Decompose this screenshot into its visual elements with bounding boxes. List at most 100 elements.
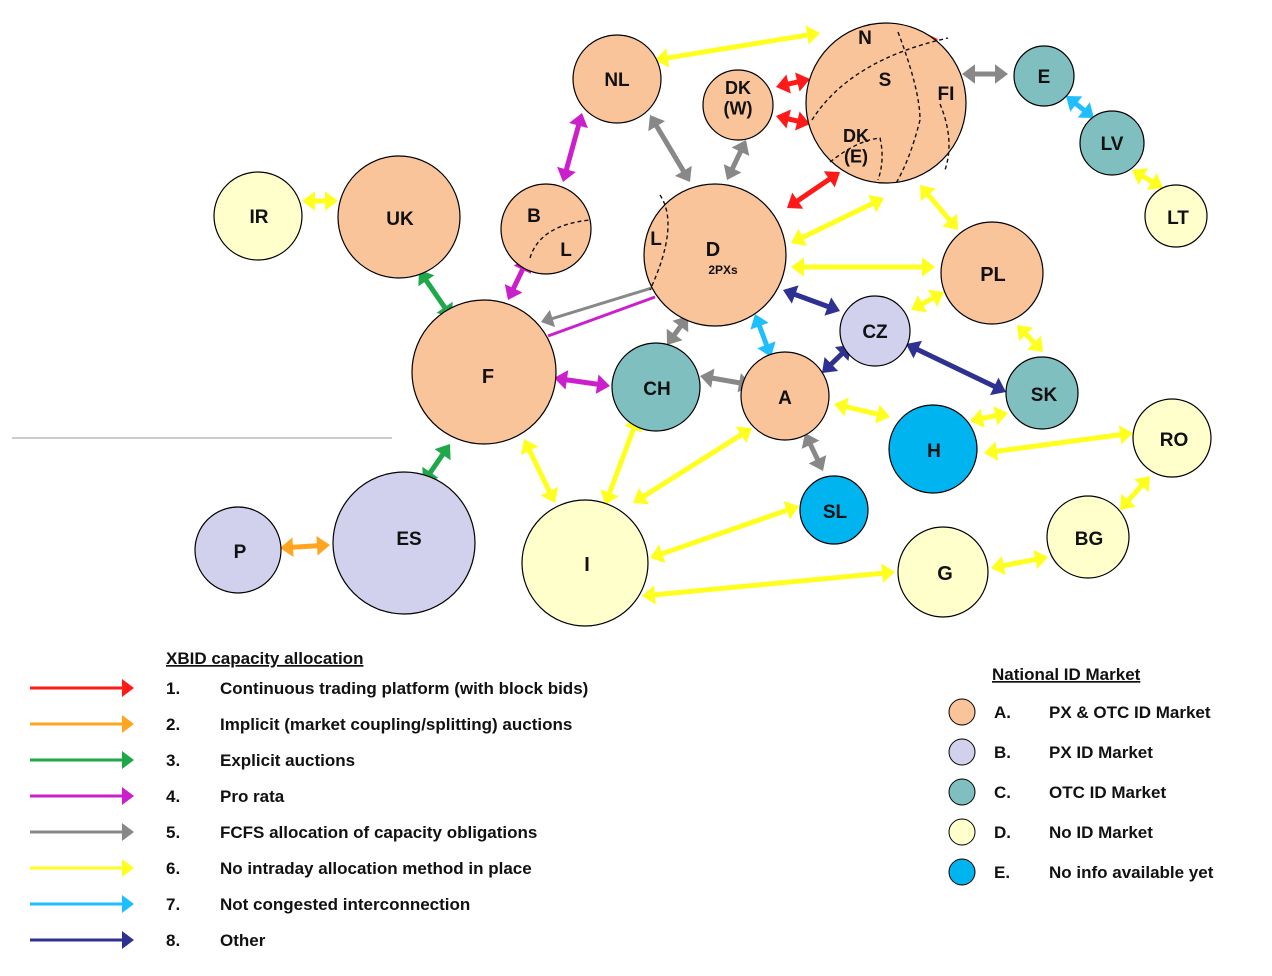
edge-d-f-m5-head: [541, 309, 556, 328]
node-circle-h: [888, 404, 978, 494]
capacity-legend-item-3-label: Explicit auctions: [220, 751, 355, 770]
edge-p-es-m2-head-end: [316, 536, 330, 556]
edge-a-h-m6-head-start: [834, 397, 849, 417]
edge-nl-b-m4-head-end: [557, 166, 576, 182]
nordic-border-dk-east: [829, 137, 883, 181]
edge-pl-sk-m6-head-start: [1017, 325, 1034, 342]
node-circle-cz: [839, 295, 911, 367]
capacity-legend-item-8-arrow: [30, 931, 134, 949]
edge-uk-f-m3-shaft: [422, 277, 449, 311]
edge-f-ch-m4-shaft: [563, 376, 601, 388]
edge-nl-d-m5-shaft: [653, 122, 687, 175]
node-label-i: I: [584, 554, 590, 576]
node-circle-e: [1013, 45, 1075, 107]
node-circle-nordic: [805, 22, 967, 184]
edge-a-i-m6-shaft: [640, 431, 745, 500]
edge-d-pl-m6-head-start: [791, 257, 804, 277]
node-circle-a: [740, 351, 830, 441]
capacity-legend-item-4-number: 4.: [166, 787, 180, 806]
capacity-legend-item-4-label: Pro rata: [220, 787, 285, 806]
edge-d-cz-m8: [783, 285, 840, 316]
edge-bg-ro-m6: [1120, 476, 1150, 510]
edge-g-bg-m6-shaft: [1000, 556, 1039, 569]
edge-i-g-m6-head-end: [881, 563, 895, 583]
node-label-sk: SK: [1031, 385, 1058, 406]
edge-nl-d-m5-head-end: [674, 165, 692, 182]
edge-cz-a-m8-shaft: [827, 350, 846, 368]
edge-h-ro-m6-head-end: [1118, 425, 1133, 445]
edge-e-lv-m7: [1066, 96, 1094, 118]
edge-ch-i-m6: [600, 417, 643, 505]
market-legend-item-d-letter: D.: [994, 823, 1011, 842]
edge-e-lv-m7-head-end: [1077, 102, 1094, 118]
edge-cz-pl-m6-head-end: [927, 289, 944, 307]
edge-dkw-s-m1: [776, 72, 810, 94]
capacity-legend-item-5-arrow: [30, 823, 134, 841]
edge-f-i-m6-head-start: [520, 439, 539, 455]
node-label-h: H: [927, 441, 941, 462]
node-label-uk: UK: [386, 209, 414, 230]
capacity-legend-item-3-number: 3.: [166, 751, 180, 770]
edge-pl-sk-m6: [1017, 325, 1043, 352]
edge-lv-lt-m6-head-end: [1146, 173, 1163, 190]
edge-nl-n-m6-shaft: [664, 32, 811, 61]
market-legend-item-d-label: No ID Market: [1049, 823, 1153, 842]
node-label-s: S: [879, 70, 892, 91]
edge-d-a-m7-shaft: [756, 322, 770, 349]
edge-dke-d-m1-shaft: [794, 175, 833, 205]
edge-cz-pl-m6: [911, 289, 944, 313]
edge-dkw-dke-m1: [776, 109, 810, 131]
capacity-legend-item-5-number: 5.: [166, 823, 180, 842]
market-legend-item-b-letter: B.: [994, 743, 1011, 762]
capacity-legend-item-8-number: 8.: [166, 931, 180, 950]
node-label-g: G: [937, 563, 953, 585]
edge-d-ch-m5: [666, 316, 689, 345]
capacity-legend-item-3-arrow-head: [122, 751, 134, 769]
edge-a-i-m6-head-end: [633, 487, 650, 505]
node-label-e: E: [1038, 67, 1051, 88]
edge-i-g-m6: [642, 563, 895, 605]
edge-e-nordic-m5: [962, 64, 1008, 84]
edge-lv-lt-m6: [1132, 168, 1163, 190]
edge-d-a-m7-head-start: [750, 314, 769, 330]
edge-f-ch-m4-head-start: [554, 370, 569, 390]
edge-cz-sk-m8: [906, 340, 1006, 396]
edge-e-lv-m7-head-start: [1066, 96, 1083, 112]
edge-dkw-d-m5-head-end: [723, 164, 742, 180]
edge-pl-sk-m6-head-end: [1026, 335, 1043, 352]
node-circle-g: [897, 526, 989, 618]
edge-a-i-m6-head-start: [735, 426, 752, 444]
node-circle-f: [411, 299, 557, 445]
edge-lv-lt-m6-head-start: [1132, 168, 1149, 185]
edge-pl-sk-m6-shaft: [1022, 330, 1038, 347]
node-label-fi: FI: [938, 84, 955, 105]
edge-d-a-m7: [750, 314, 776, 357]
edge-p-es-m2-shaft: [290, 543, 320, 550]
node-label-ro: RO: [1160, 430, 1189, 451]
edge-h-ro-m6-shaft: [993, 431, 1124, 455]
edge-a-sl-m5: [801, 433, 827, 471]
edge-a-h-m6-head-end: [875, 404, 890, 424]
capacity-legend-item-7-number: 7.: [166, 895, 180, 914]
edge-p-es-m2-head-start: [280, 537, 294, 557]
node-circle-i: [521, 499, 649, 627]
node-circle-sl: [799, 475, 869, 545]
edge-a-sl-m5-head-end: [808, 455, 827, 471]
market-legend-item-c-letter: C.: [994, 783, 1011, 802]
nordic-border-sweden-finland: [894, 31, 921, 186]
market-legend-item-a-swatch: [948, 698, 976, 726]
edge-cz-pl-m6-shaft: [918, 294, 937, 308]
edge-d-cz-m8-head-end: [824, 297, 840, 316]
edge-ch-i-m6-shaft: [606, 425, 637, 497]
edge-f-ch-m4: [554, 370, 610, 394]
edge-h-ro-m6-head-start: [984, 441, 999, 461]
node-label-ch: CH: [643, 379, 670, 400]
edge-a-h-m6-shaft: [843, 403, 881, 418]
capacity-legend-item-7-arrow-head: [122, 895, 134, 913]
edge-nl-b-m4-shaft: [563, 122, 582, 173]
edge-sl-i-m6: [650, 501, 799, 563]
edge-h-sk-m6-head-start: [970, 408, 985, 428]
node-label-nl: NL: [604, 70, 630, 91]
